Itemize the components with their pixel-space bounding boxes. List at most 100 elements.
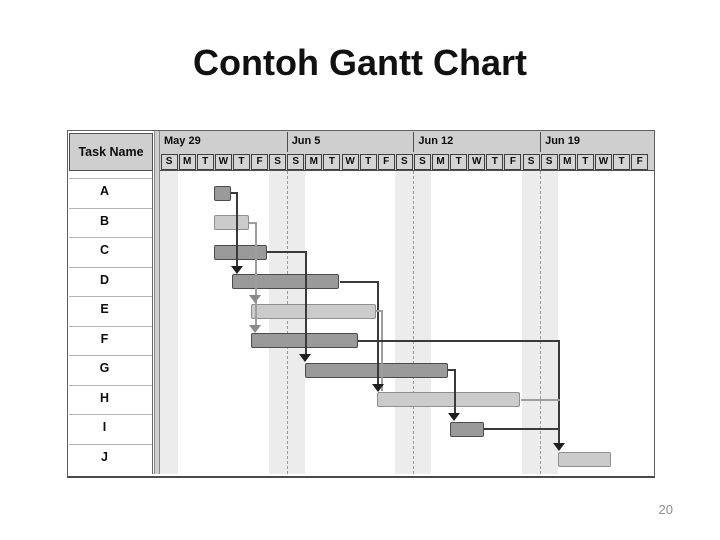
task-label-A: A: [99, 184, 110, 198]
weekend-band: [286, 171, 305, 474]
link-line-I-J: [484, 428, 561, 431]
row-separator: [69, 414, 152, 416]
week-label-cell: Jun 12: [413, 132, 540, 152]
task-label-J: J: [101, 450, 108, 465]
weekend-band: [160, 171, 179, 474]
link-arrow-B-E: [249, 295, 261, 304]
weekend-band: [268, 171, 287, 474]
week-label-cell: Jun 5: [286, 132, 414, 152]
link-line-B-F: [249, 221, 257, 224]
row-separator: [69, 266, 152, 268]
link-line-D-H: [377, 280, 380, 386]
link-line-A-D: [236, 192, 239, 268]
day-cell: T: [576, 154, 594, 170]
week-gridline: [286, 171, 288, 474]
link-arrow-F-J: [552, 443, 565, 452]
task-name-header: Task Name: [69, 133, 153, 171]
link-line-C-G: [304, 251, 307, 356]
week-label-cell: May 29: [164, 135, 201, 147]
gantt-bar-D: [232, 274, 340, 290]
day-cell: F: [251, 154, 269, 170]
link-line-G-I: [453, 369, 456, 415]
weekend-band: [395, 171, 414, 474]
day-cell: W: [594, 154, 612, 170]
task-label-C: C: [99, 243, 110, 258]
day-cell: S: [269, 154, 287, 170]
row-separator: [69, 384, 152, 386]
weekend-band: [413, 171, 432, 474]
gantt-bar-E: [250, 303, 376, 319]
day-cell: S: [160, 154, 178, 170]
link-line-G-I: [448, 369, 456, 372]
row-separator: [69, 296, 152, 298]
link-arrow-G-I: [448, 413, 461, 422]
row-separator: [69, 207, 152, 209]
day-cell: T: [613, 154, 631, 170]
day-cell: M: [432, 154, 450, 170]
link-line-C-G: [267, 251, 307, 254]
link-line-E-H: [375, 310, 384, 313]
day-cell: S: [287, 154, 305, 170]
task-label-E: E: [100, 302, 109, 317]
link-line-A-D: [230, 192, 239, 194]
task-label-D: D: [99, 272, 110, 287]
day-cell: W: [341, 154, 359, 170]
day-cell: F: [377, 154, 395, 170]
day-cell: M: [558, 154, 576, 170]
page-number: 20: [658, 502, 673, 517]
link-arrow-D-H: [371, 383, 384, 392]
row-separator: [69, 178, 152, 179]
task-label-F: F: [100, 331, 109, 346]
gantt-bar-C: [214, 244, 268, 260]
task-label-G: G: [99, 361, 110, 376]
day-cell: T: [232, 154, 250, 170]
day-cell: M: [178, 154, 196, 170]
row-separator: [69, 355, 152, 357]
slide-title: Contoh Gantt Chart: [193, 42, 527, 83]
row-separator: [69, 444, 152, 446]
day-cell: F: [504, 154, 522, 170]
gantt-bar-I: [449, 421, 485, 437]
link-arrow-B-F: [249, 324, 261, 333]
gantt-bar-H: [377, 392, 521, 408]
day-cell: S: [395, 154, 413, 170]
day-cell: S: [540, 154, 558, 170]
gantt-bar-G: [304, 362, 449, 378]
link-arrow-A-D: [230, 265, 243, 274]
week-label-cell: Jun 19: [540, 132, 649, 152]
day-cell: T: [323, 154, 341, 170]
link-arrow-C-G: [299, 354, 312, 363]
row-separator: [69, 325, 152, 327]
task-label-B: B: [99, 213, 110, 228]
weekend-band: [522, 171, 541, 474]
gantt-bar-B: [214, 215, 249, 231]
row-separator: [69, 237, 152, 239]
task-name-column: [68, 171, 153, 474]
link-line-F-J: [558, 339, 561, 445]
column-divider: [154, 131, 160, 474]
day-cell: W: [214, 154, 232, 170]
link-line-F-J: [357, 339, 561, 342]
day-cell: S: [413, 154, 431, 170]
day-cell: F: [631, 154, 649, 170]
gantt-bar-F: [250, 333, 358, 349]
link-line-E-H: [381, 310, 384, 392]
day-cell: W: [468, 154, 486, 170]
day-cell: T: [196, 154, 214, 170]
day-cell: M: [305, 154, 323, 170]
week-gridline: [540, 171, 542, 474]
day-cell: T: [486, 154, 504, 170]
day-cell: T: [359, 154, 377, 170]
task-label-H: H: [99, 390, 110, 405]
weekend-band: [540, 171, 559, 474]
link-line-B-F: [254, 221, 257, 327]
link-line-D-H: [339, 280, 380, 283]
day-cell: S: [522, 154, 540, 170]
link-line-H-J: [520, 398, 561, 401]
task-label-I: I: [102, 420, 107, 435]
day-cell: T: [450, 154, 468, 170]
gantt-bar-A: [214, 185, 231, 201]
week-gridline: [413, 171, 415, 474]
